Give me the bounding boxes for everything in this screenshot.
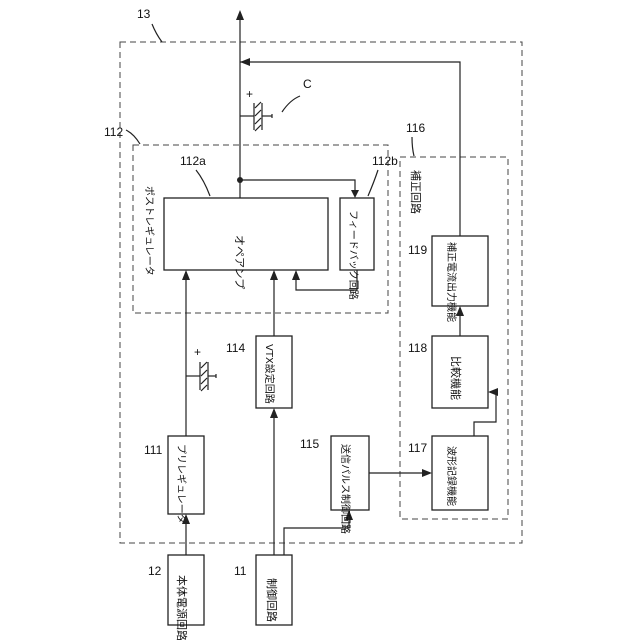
record-to-compare-arrow — [488, 388, 498, 396]
leader-116 — [412, 137, 414, 156]
op-amp-label: オペアンプ — [233, 235, 246, 289]
capacitor-c — [240, 102, 272, 131]
label-112b: 112b — [372, 154, 398, 168]
vtx-to-opamp-arrow — [270, 270, 278, 280]
correction-output-box — [432, 236, 488, 306]
label-116: 116 — [406, 121, 425, 135]
control-circuit-label: 制御回路 — [265, 578, 279, 622]
tx-pulse-label: 送信パルス制御回路 — [339, 444, 352, 534]
plus-input: + — [194, 345, 201, 359]
pre-to-opamp-arrow — [182, 270, 190, 280]
waveform-record-label: 波形記録機能 — [445, 446, 458, 506]
label-114: 114 — [226, 341, 245, 355]
label-12: 12 — [148, 564, 162, 578]
output-arrow — [236, 10, 244, 20]
correction-label: 補正回路 — [409, 170, 422, 214]
plus-c: + — [246, 87, 253, 101]
label-c: C — [303, 77, 312, 91]
label-119: 119 — [408, 243, 427, 257]
feedback-tap-arrow — [351, 190, 359, 198]
label-117: 117 — [408, 441, 427, 455]
feedback-label: フィードバック回路 — [347, 210, 360, 300]
label-112: 112 — [104, 125, 123, 139]
capacitor-input — [186, 362, 216, 391]
correction-output-label: 補正電流出力機能 — [445, 242, 458, 322]
feedback-tap-line — [240, 180, 355, 196]
main-power-label: 本体電源回路 — [175, 575, 189, 640]
pulse-to-record-arrow — [422, 469, 432, 477]
label-115: 115 — [300, 437, 319, 451]
label-13: 13 — [137, 7, 151, 21]
compare-to-output-arrow — [456, 306, 464, 316]
feedback-return-arrow — [292, 270, 300, 280]
leader-112b — [368, 170, 378, 196]
post-regulator-label: ポストレギュレータ — [143, 186, 155, 276]
leader-c — [282, 96, 300, 112]
vtx-label: VTX設定回路 — [263, 344, 276, 404]
compare-label: 比較機能 — [449, 356, 463, 400]
correction-return-arrow — [240, 58, 250, 66]
label-11: 11 — [234, 564, 247, 578]
label-118: 118 — [408, 341, 427, 355]
control-to-vtx-arrow — [270, 408, 278, 418]
label-112a: 112a — [180, 154, 206, 168]
waveform-record-box — [432, 436, 488, 510]
leader-112 — [126, 130, 140, 144]
pre-regulator-label: プリレギュレータ — [175, 444, 187, 524]
leader-13 — [152, 24, 162, 42]
leader-112a — [196, 170, 210, 196]
label-111: 111 — [144, 443, 163, 457]
